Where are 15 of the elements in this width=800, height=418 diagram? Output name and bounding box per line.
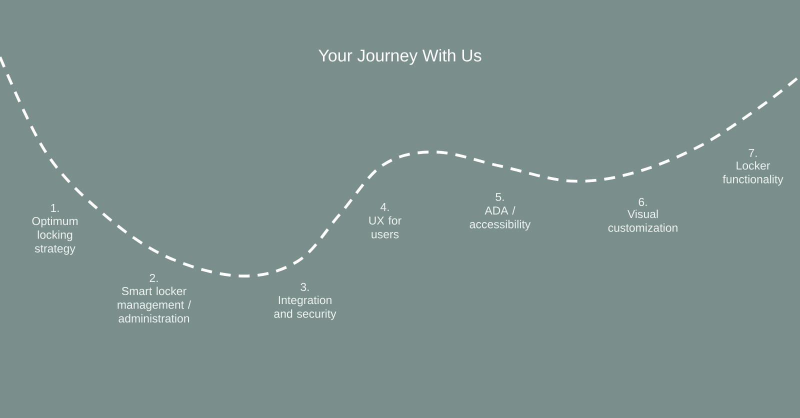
step-label: ADA / accessibility [470, 206, 531, 231]
step-number: 5. [496, 193, 504, 202]
step-number: 6. [638, 198, 647, 206]
step-number: 4. [380, 203, 389, 211]
step-number: 1. [51, 204, 59, 212]
step-label: Integration and security [274, 296, 336, 320]
step-label: Locker functionality [722, 161, 784, 186]
step-label: Visual customization [608, 210, 678, 232]
step-number: 3. [300, 282, 309, 292]
step-number: 7. [748, 149, 757, 157]
step-label: Optimum locking strategy [32, 216, 78, 255]
title: Your Journey With Us [318, 49, 482, 65]
step-number: 2. [150, 274, 158, 282]
step-label: UX for users [369, 216, 402, 238]
step-label: Smart locker management / administration [118, 286, 192, 323]
